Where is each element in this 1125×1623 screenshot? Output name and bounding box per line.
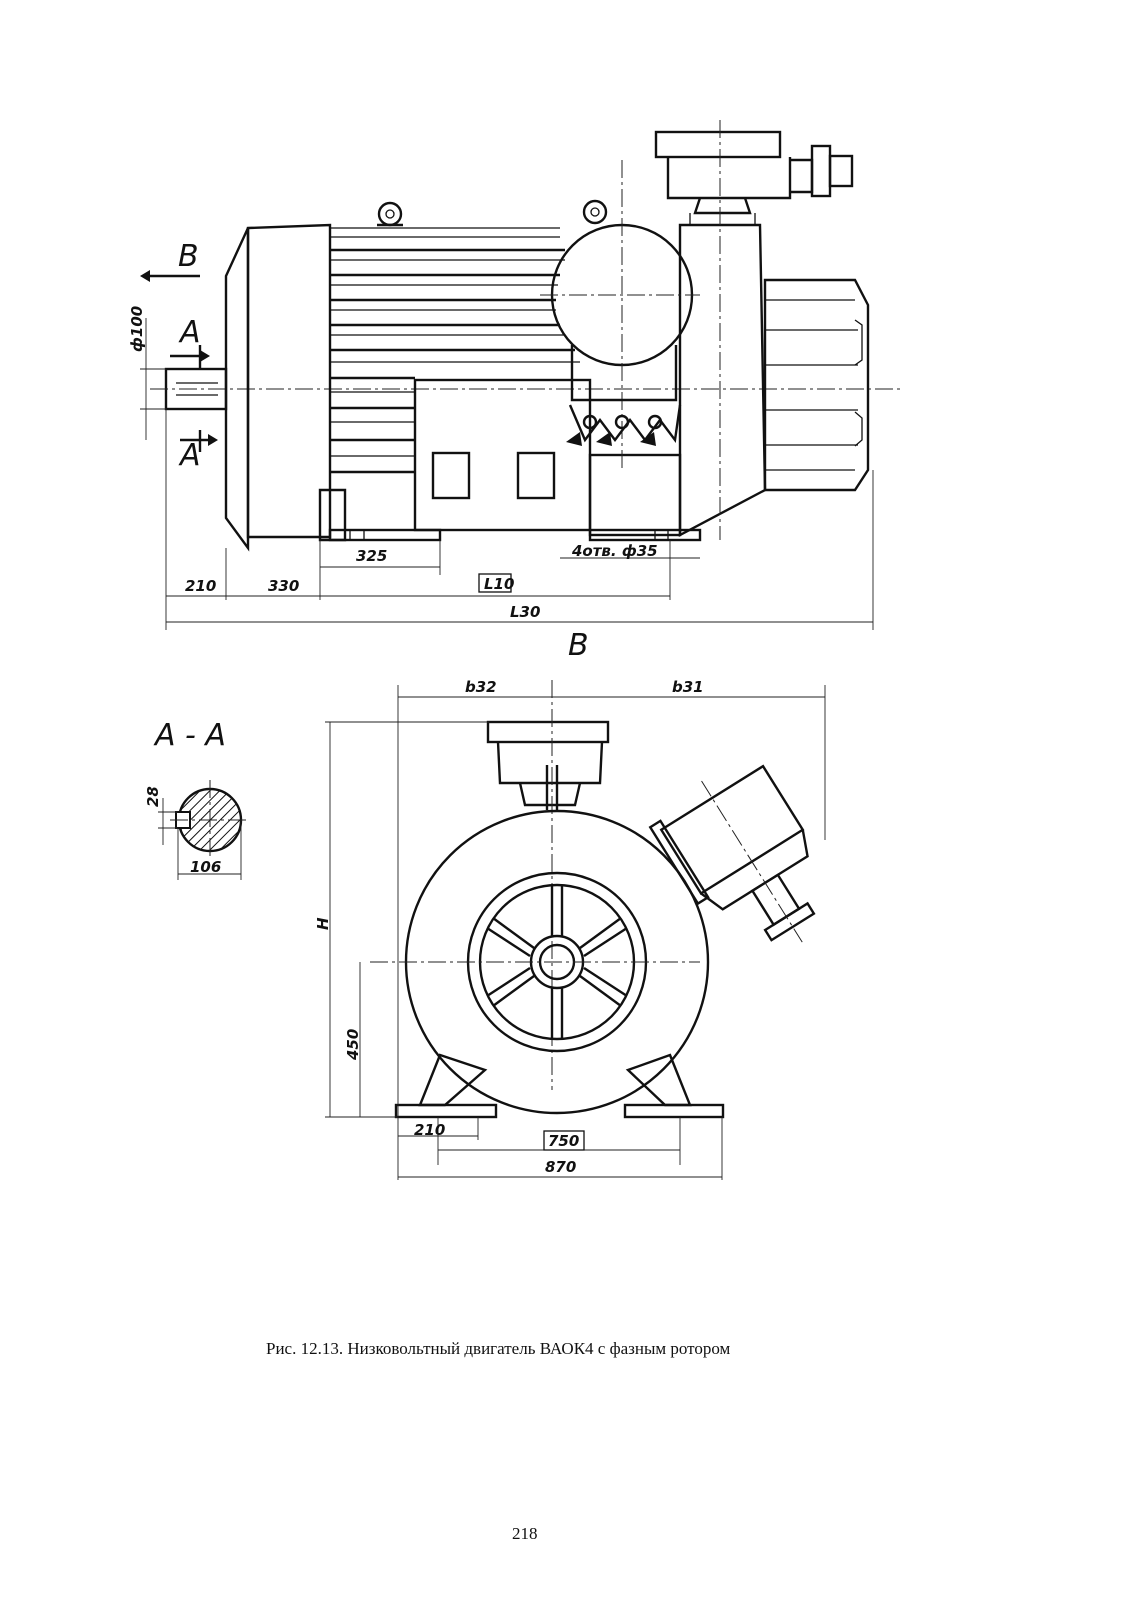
side-view [140, 120, 900, 630]
left-foot [420, 1055, 485, 1105]
dim-210: 210 [414, 1121, 445, 1139]
section-label-top: A [178, 315, 201, 350]
end-shield [226, 228, 248, 548]
brush-holders [566, 405, 680, 446]
view-arrow-label: B [178, 239, 199, 274]
dim-h: H [314, 917, 332, 930]
front-view [325, 680, 853, 1180]
figure-caption: Рис. 12.13. Низковольтный двигатель ВАОК… [266, 1339, 731, 1358]
section-title: A - A [153, 718, 226, 753]
key-width-label: 28 [144, 786, 162, 807]
depth-label: 106 [190, 858, 221, 876]
dim-750: 750 [548, 1132, 579, 1150]
fan-cowl [765, 280, 868, 490]
dim-b32: b32 [465, 678, 497, 696]
dim-210: 210 [185, 577, 216, 595]
frame [248, 225, 330, 537]
dim-b31: b31 [672, 678, 704, 696]
section-label-bottom: A [178, 438, 201, 473]
terminal-block [415, 380, 590, 530]
cooling-fins [330, 250, 580, 472]
slip-ring-housing [680, 225, 765, 535]
dim-450: 450 [344, 1029, 362, 1061]
page-number: 218 [512, 1524, 538, 1543]
dim-l10: L10 [484, 575, 514, 593]
shaft-diameter-label: ф100 [128, 306, 146, 352]
dim-holes: 4отв. ф35 [571, 542, 658, 560]
lifting-eye [584, 201, 606, 223]
angled-terminal-box [644, 749, 853, 978]
front-view-title: B [568, 628, 589, 663]
terminal-box-lid [488, 722, 608, 742]
dim-l30: L30 [510, 603, 540, 621]
right-foot [628, 1055, 690, 1105]
terminal-box-lid [656, 132, 780, 157]
dim-870: 870 [545, 1158, 576, 1176]
dim-325: 325 [356, 547, 387, 565]
lifting-eye [379, 203, 401, 225]
dim-330: 330 [268, 577, 299, 595]
